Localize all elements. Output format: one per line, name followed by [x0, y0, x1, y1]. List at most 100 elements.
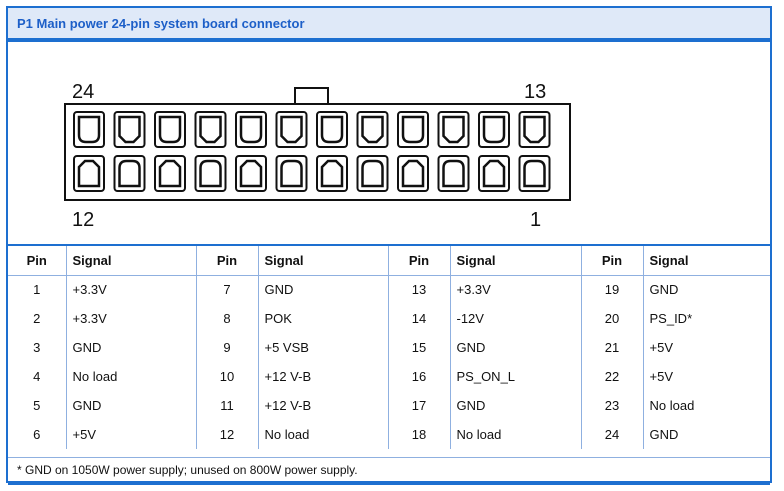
pin-number-cell: 16: [387, 362, 450, 391]
pin-number-cell: 14: [387, 304, 450, 333]
pin-number-cell: 18: [387, 420, 450, 449]
pin-socket-shape: [77, 115, 101, 144]
signal-cell: GND: [449, 391, 581, 420]
signal-cell: GND: [642, 420, 770, 449]
header-pin: Pin: [8, 244, 66, 276]
pin-number-cell: 9: [195, 333, 258, 362]
signal-cell: -12V: [449, 304, 581, 333]
label-pin-24: 24: [72, 81, 94, 103]
pin-socket-shape: [523, 159, 546, 188]
pin-socket-shape: [361, 115, 384, 144]
label-pin-12: 12: [72, 209, 94, 231]
pin-socket-shape: [442, 115, 465, 144]
pin-number-cell: 21: [580, 333, 643, 362]
signal-cell: +5V: [65, 420, 196, 449]
pin-number-cell: 6: [33, 427, 41, 442]
pin-socket-shape: [158, 115, 182, 144]
pin-socket-shape: [280, 159, 303, 188]
signal-cell: PS_ID*: [642, 304, 770, 333]
signal-cell: +3.3V: [65, 304, 196, 333]
label-pin-1: 1: [530, 209, 541, 231]
signal-cell: GND: [65, 391, 196, 420]
connector-diagram: 24 13 12 1: [8, 42, 770, 244]
connector-svg: 24 13 12 1: [64, 81, 571, 231]
signal-cell: +3.3V: [449, 275, 581, 304]
pin-number-cell: 3: [33, 340, 41, 355]
pin-number-cell: 15: [387, 333, 450, 362]
pin-number-cell: 2: [33, 311, 41, 326]
pin-socket-shape: [361, 159, 384, 188]
signal-cell: +12 V-B: [257, 362, 388, 391]
pin-socket-shape: [199, 159, 222, 188]
pin-socket-shape: [401, 115, 425, 144]
signal-cell: +5 VSB: [257, 333, 388, 362]
header-pin: Pin: [195, 244, 258, 276]
connector-spec-panel: P1 Main power 24-pin system board connec…: [6, 6, 772, 485]
signal-cell: GND: [257, 275, 388, 304]
signal-cell: +3.3V: [65, 275, 196, 304]
title-bar: P1 Main power 24-pin system board connec…: [8, 8, 770, 42]
header-signal: Signal: [642, 244, 770, 276]
pin-socket-shape: [442, 159, 465, 188]
signal-cell: No load: [642, 391, 770, 420]
pin-socket-shape: [320, 159, 344, 188]
signal-cell: PS_ON_L: [449, 362, 581, 391]
pin-number-cell: 7: [195, 275, 258, 304]
signal-cell: No load: [257, 420, 388, 449]
pin-number-cell: 23: [580, 391, 643, 420]
signal-cell: +12 V-B: [257, 391, 388, 420]
pin-socket-shape: [199, 115, 222, 144]
signal-cell: GND: [65, 333, 196, 362]
pin-number-cell: 24: [580, 420, 643, 449]
pin-number-cell: 10: [195, 362, 258, 391]
pin-socket-shape: [482, 115, 506, 144]
bottom-bar: [8, 481, 770, 485]
pin-number-cell: 5: [33, 398, 41, 413]
pin-socket-shape: [118, 115, 141, 144]
pin-number-cell: 8: [195, 304, 258, 333]
footnote: * GND on 1050W power supply; unused on 8…: [17, 463, 358, 477]
pin-number-cell: 13: [387, 275, 450, 304]
connector-latch: [294, 87, 329, 105]
pin-number-cell: 11: [195, 391, 258, 420]
pin-socket-shape: [523, 115, 546, 144]
panel-title: P1 Main power 24-pin system board connec…: [17, 16, 305, 31]
footnote-row: * GND on 1050W power supply; unused on 8…: [8, 457, 770, 481]
header-pin: Pin: [387, 244, 450, 276]
pin-socket-shape: [158, 159, 182, 188]
signal-cell: GND: [642, 275, 770, 304]
signal-cell: No load: [65, 362, 196, 391]
label-pin-13: 13: [524, 81, 546, 103]
pin-socket-shape: [401, 159, 425, 188]
pin-number-cell: 4: [33, 369, 41, 384]
pin-socket-shape: [77, 159, 101, 188]
pin-socket-shape: [482, 159, 506, 188]
header-signal: Signal: [65, 244, 196, 276]
pin-number-cell: 1: [33, 282, 41, 298]
pin-number-cell: 22: [580, 362, 643, 391]
header-pin: Pin: [580, 244, 643, 276]
signal-cell: +5V: [642, 362, 770, 391]
pin-socket-shape: [280, 115, 303, 144]
pin-socket-shape: [320, 115, 344, 144]
pin-number-cell: 19: [580, 275, 643, 304]
signal-cell: No load: [449, 420, 581, 449]
signal-cell: +5V: [642, 333, 770, 362]
pin-number-cell: 12: [195, 420, 258, 449]
header-signal: Signal: [449, 244, 581, 276]
pin-number-cell: 17: [387, 391, 450, 420]
header-signal: Signal: [257, 244, 388, 276]
signal-cell: POK: [257, 304, 388, 333]
pin-socket-shape: [118, 159, 141, 188]
signal-cell: GND: [449, 333, 581, 362]
connector-pins: [73, 111, 551, 192]
